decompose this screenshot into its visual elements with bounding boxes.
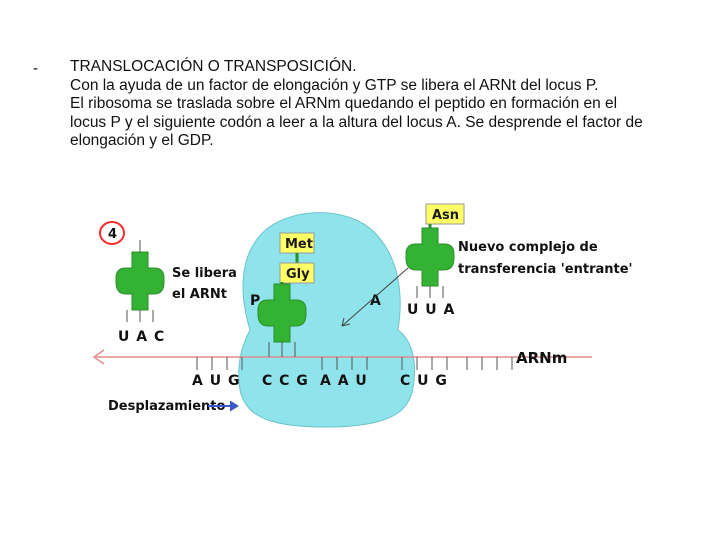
svg-text:Gly: Gly xyxy=(286,267,310,282)
new-complex-label-line-2: transferencia 'entrante' xyxy=(458,262,633,277)
released-label-line-2: el ARNt xyxy=(172,287,227,302)
incoming-trna xyxy=(406,228,454,298)
displacement-label: Desplazamiento xyxy=(108,399,226,414)
mrna-label: ARNm xyxy=(516,349,567,367)
site-a-label: A xyxy=(370,293,381,309)
released-label-line-1: Se libera xyxy=(172,266,237,281)
codon-1: A U G xyxy=(192,373,240,389)
site-p-label: P xyxy=(250,293,260,309)
incoming-anticodon: U U A xyxy=(407,302,455,318)
svg-text:Asn: Asn xyxy=(432,208,459,223)
released-anticodon: U A C xyxy=(118,329,165,345)
svg-text:Met: Met xyxy=(285,237,313,252)
new-complex-label-line-1: Nuevo complejo de xyxy=(458,240,598,255)
svg-text:4: 4 xyxy=(108,227,117,242)
amino-met-box: Met xyxy=(280,233,314,253)
codon-4: C U G xyxy=(400,373,448,389)
codon-3: A A U xyxy=(320,373,368,389)
amino-gly-box: Gly xyxy=(280,263,314,283)
amino-asn-box: Asn xyxy=(426,204,464,224)
released-trna xyxy=(116,240,164,322)
codon-2: C C G xyxy=(262,373,309,389)
step-number-badge: 4 xyxy=(100,222,124,244)
